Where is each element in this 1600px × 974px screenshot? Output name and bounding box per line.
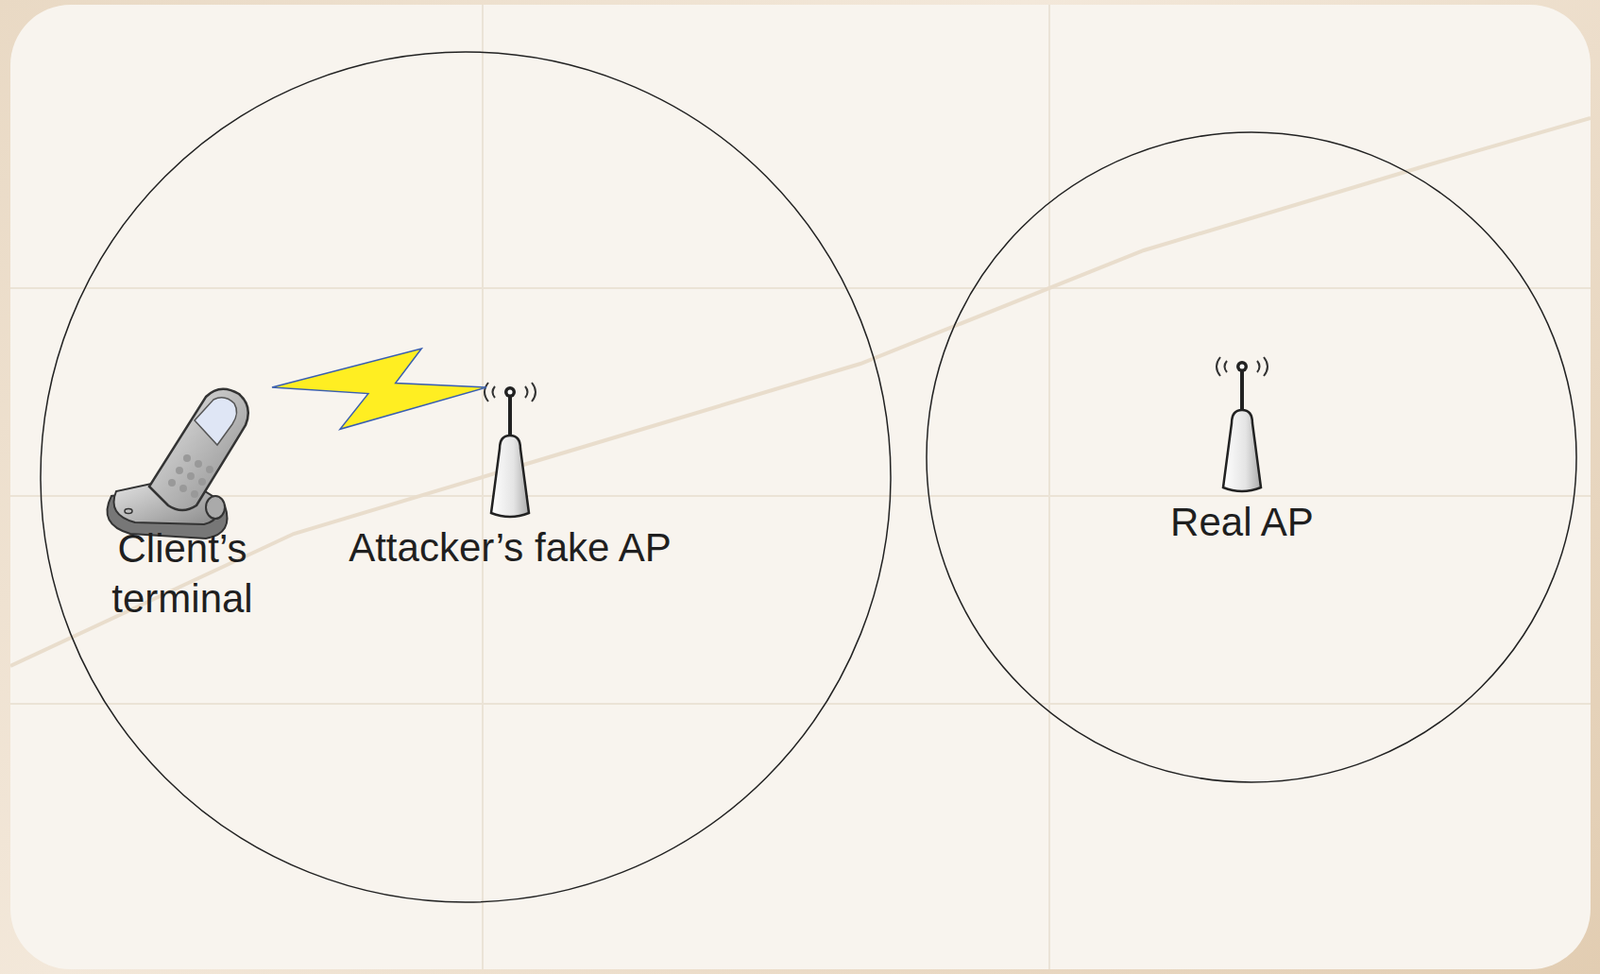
coverage-circle [926, 132, 1577, 783]
access-point-node: Attacker’s fake AP [325, 361, 695, 575]
access-point-node: Real AP [1100, 336, 1384, 549]
node-label: Real AP [1100, 496, 1384, 549]
node-icon [1100, 336, 1384, 497]
node-icon [73, 382, 282, 525]
antenna-icon [476, 361, 544, 521]
wireless-link [272, 348, 487, 429]
antenna-icon [1208, 336, 1276, 495]
coverage-circle [40, 51, 891, 903]
terminal-node: Client’s terminal [83, 382, 282, 624]
node-label: Attacker’s fake AP [325, 522, 695, 575]
node-label: Client’s terminal [97, 524, 268, 624]
phone-icon [92, 382, 263, 544]
node-icon [325, 361, 695, 523]
